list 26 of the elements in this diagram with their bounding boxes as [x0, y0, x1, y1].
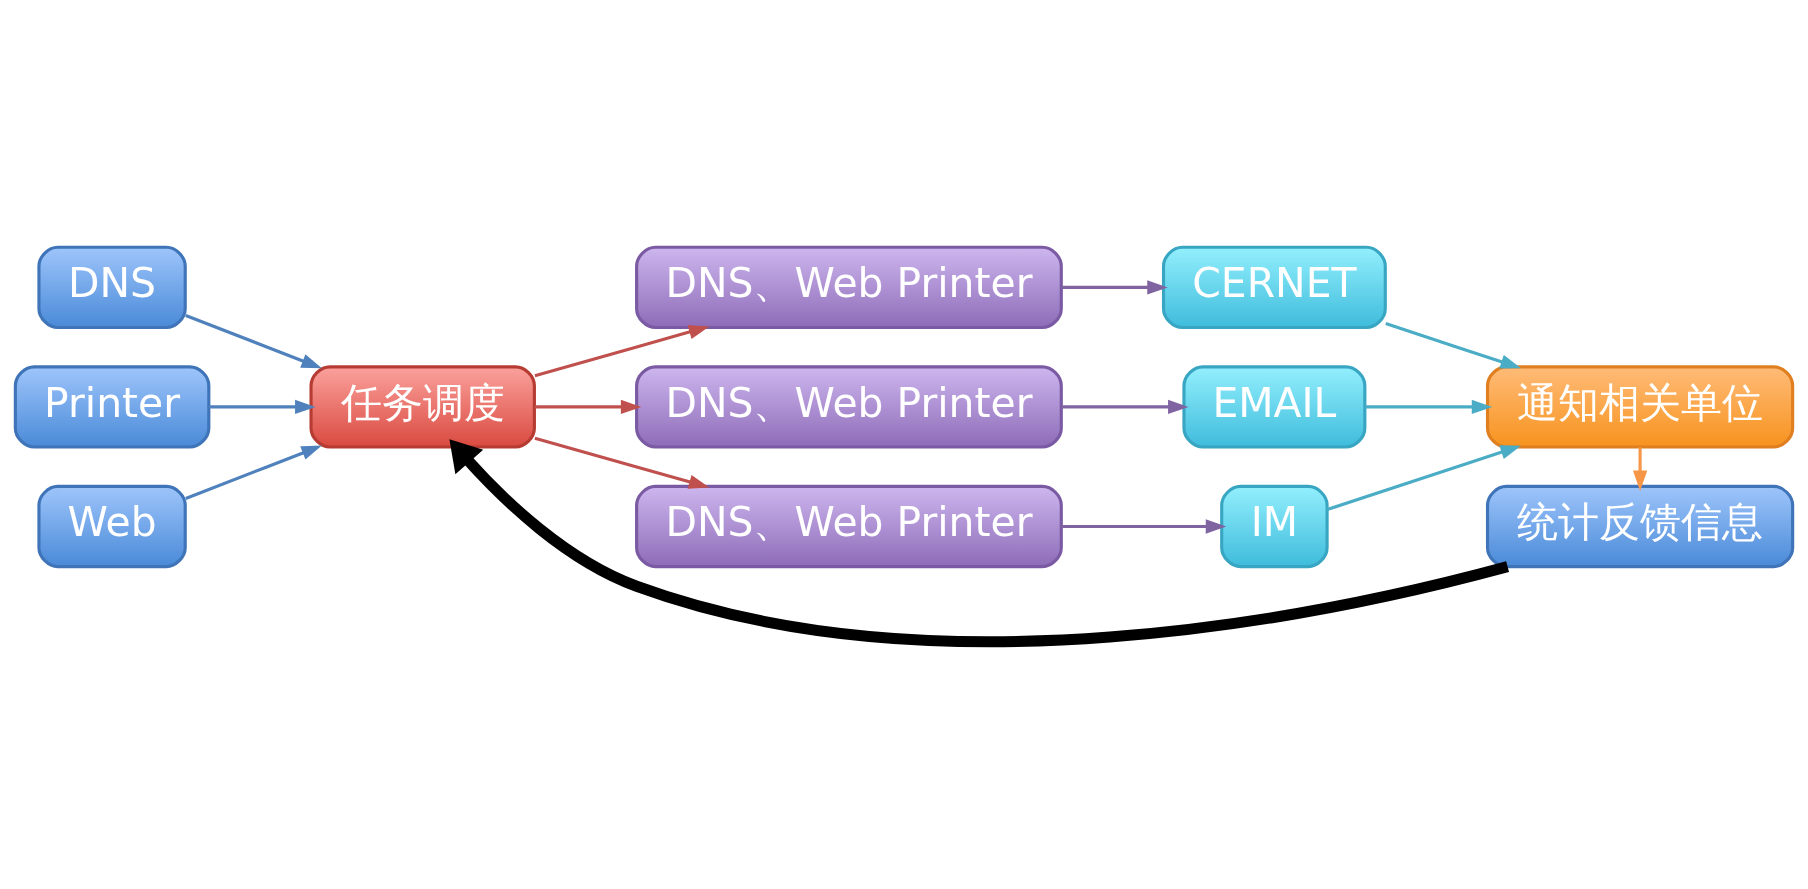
arrow	[1632, 447, 1648, 492]
node-box: DNS	[37, 245, 187, 330]
node-box: Printer	[13, 365, 211, 449]
node-box: 任务调度	[309, 365, 536, 449]
node-box: DNS、Web Printer	[635, 484, 1063, 569]
node-box: 通知相关单位	[1485, 365, 1795, 449]
arrow	[1365, 399, 1493, 415]
node-box: DNS、Web Printer	[635, 365, 1063, 449]
node-box: EMAIL	[1182, 365, 1367, 449]
arrow	[449, 439, 1509, 647]
arrow	[185, 445, 322, 500]
arrow	[1061, 519, 1227, 534]
arrow	[534, 399, 642, 415]
node-box: Web	[37, 484, 187, 569]
arrow	[1385, 322, 1521, 369]
arrow	[1326, 445, 1521, 512]
arrow	[534, 436, 710, 489]
node-box: CERNET	[1161, 245, 1387, 330]
arrow	[208, 399, 316, 415]
node-box: 统计反馈信息	[1485, 484, 1795, 569]
node-box: DNS、Web Printer	[635, 245, 1063, 330]
arrow	[1061, 399, 1189, 415]
arrow	[185, 313, 322, 369]
arrow	[534, 325, 710, 378]
arrow	[1061, 280, 1168, 295]
node-box: IM	[1220, 484, 1329, 569]
